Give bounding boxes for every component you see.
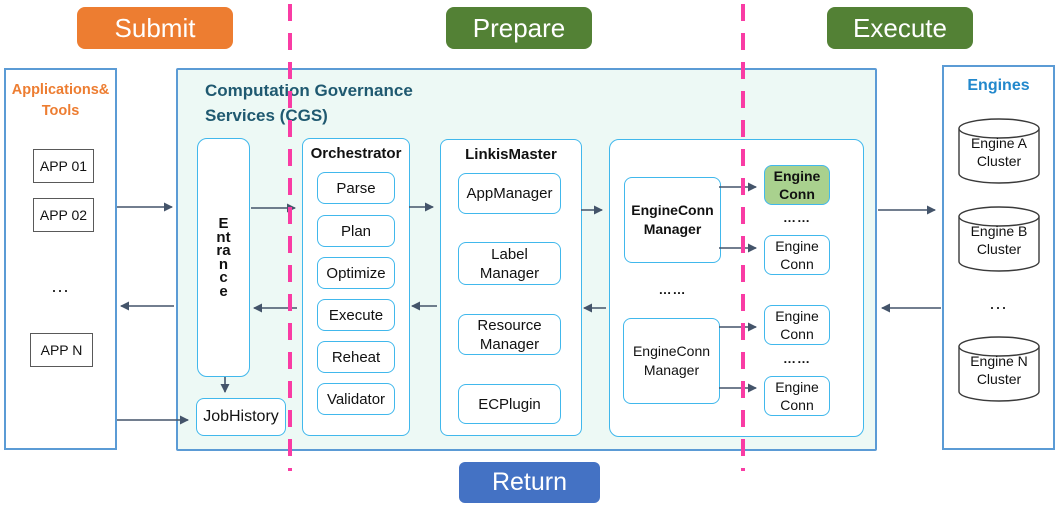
cgs-title-line1: Computation Governance bbox=[205, 81, 413, 100]
database-cylinder-icon bbox=[958, 336, 1040, 402]
service-resource-manager-text: Resource Manager bbox=[477, 316, 542, 353]
engine-a-cluster-cylinder: Engine A Cluster bbox=[957, 117, 1041, 185]
app-01-box: APP 01 bbox=[33, 149, 94, 183]
orchestrator-step-parse: Parse bbox=[317, 172, 395, 204]
orchestrator-step-execute: Execute bbox=[317, 299, 395, 331]
engines-title: Engines bbox=[967, 77, 1030, 94]
app-n-box: APP N bbox=[30, 333, 93, 367]
ecm-ellipsis: …… bbox=[658, 282, 687, 297]
orchestrator-step-optimize: Optimize bbox=[317, 257, 395, 289]
engine-conn-ellipsis-top: …… bbox=[783, 210, 811, 225]
orchestrator-step-validator: Validator bbox=[317, 383, 395, 415]
database-cylinder-icon bbox=[958, 206, 1040, 272]
entrance-label: Entrance bbox=[216, 215, 231, 300]
return-stage-label: Return bbox=[459, 462, 600, 503]
apps-ellipsis: ... bbox=[51, 276, 70, 296]
applications-tools-panel: Applications& Tools APP 01 APP 02 ... AP… bbox=[4, 68, 117, 450]
orchestrator-box: Orchestrator Parse Plan Optimize Execute… bbox=[302, 138, 410, 436]
engine-n-cluster-label: Engine N Cluster bbox=[970, 353, 1028, 387]
engineconn-manager-2-box: EngineConn Manager bbox=[623, 318, 720, 404]
service-appmanager: AppManager bbox=[458, 173, 561, 214]
engineconn-manager-group-box: EngineConn Manager …… EngineConn Manager… bbox=[609, 139, 864, 437]
linkismaster-title: LinkisMaster bbox=[465, 146, 557, 163]
engine-n-cluster-cylinder: Engine N Cluster bbox=[957, 335, 1041, 403]
app-02-box: APP 02 bbox=[33, 198, 94, 232]
engine-conn-box-2: Engine Conn bbox=[764, 235, 830, 275]
cgs-panel: Computation Governance Services (CGS) En… bbox=[176, 68, 877, 451]
applications-title-line1: Applications& bbox=[11, 82, 110, 98]
engineconn-manager-1-box: EngineConn Manager bbox=[624, 177, 721, 263]
submit-stage-label: Submit bbox=[77, 7, 233, 49]
engine-conn-box-active: Engine Conn bbox=[764, 165, 830, 205]
engine-conn-box-4: Engine Conn bbox=[764, 376, 830, 416]
engines-ellipsis: ... bbox=[989, 293, 1008, 313]
prepare-stage-label: Prepare bbox=[446, 7, 592, 49]
engines-panel: Engines Engine A Cluster Engine B Cluste… bbox=[942, 65, 1055, 450]
service-resource-manager: Resource Manager bbox=[458, 314, 561, 355]
linkismaster-box: LinkisMaster AppManager Label Manager Re… bbox=[440, 139, 582, 436]
applications-tools-title: Applications& Tools bbox=[6, 80, 115, 122]
engine-conn-ellipsis-bottom: …… bbox=[783, 351, 811, 366]
service-label-manager: Label Manager bbox=[458, 242, 561, 285]
engine-conn-box-3: Engine Conn bbox=[764, 305, 830, 345]
jobhistory-box: JobHistory bbox=[196, 398, 286, 436]
entrance-box: Entrance bbox=[197, 138, 250, 377]
cgs-title-line2: Services (CGS) bbox=[205, 106, 328, 125]
service-label-manager-text: Label Manager bbox=[479, 245, 540, 282]
cgs-title: Computation Governance Services (CGS) bbox=[205, 78, 413, 128]
orchestrator-step-plan: Plan bbox=[317, 215, 395, 247]
service-ecplugin: ECPlugin bbox=[458, 384, 561, 424]
engine-a-cluster-label: Engine A Cluster bbox=[970, 135, 1028, 169]
applications-title-line2: Tools bbox=[41, 103, 80, 119]
database-cylinder-icon bbox=[958, 118, 1040, 184]
execute-stage-label: Execute bbox=[827, 7, 973, 49]
engine-b-cluster-cylinder: Engine B Cluster bbox=[957, 205, 1041, 273]
orchestrator-title: Orchestrator bbox=[310, 145, 402, 162]
orchestrator-step-reheat: Reheat bbox=[317, 341, 395, 373]
engine-b-cluster-label: Engine B Cluster bbox=[970, 223, 1028, 257]
